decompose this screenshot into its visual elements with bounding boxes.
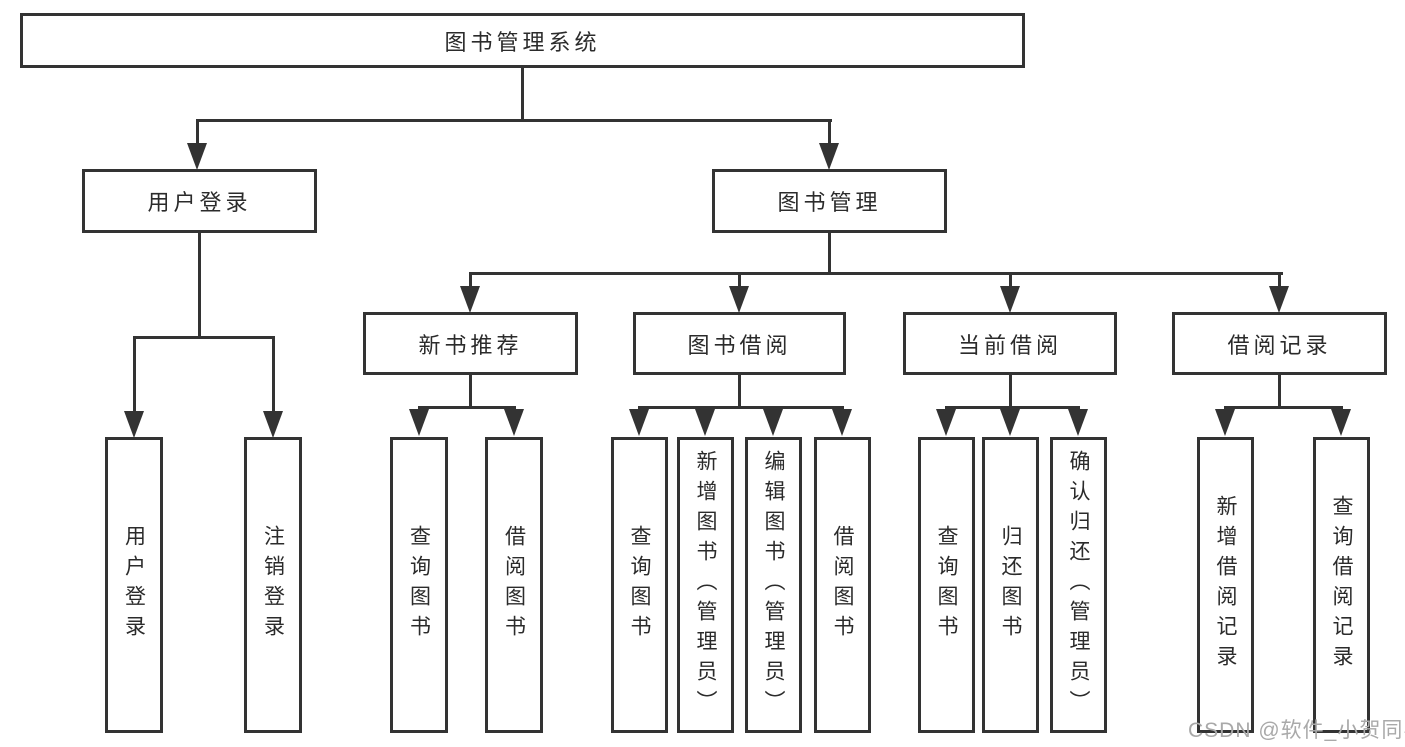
connector-stub-recommend [469, 272, 472, 288]
arrow-down-current-borrow-icon [1000, 286, 1020, 313]
arrow-down-borrow-record-icon [1269, 286, 1289, 313]
leaf-recommend-query-book-label: 查询图书 [407, 525, 431, 645]
leaf-recommend-borrow-book: 借阅图书 [485, 437, 543, 733]
leaf-user-login: 用户登录 [105, 437, 163, 733]
leaf-query-borrow-record: 查询借阅记录 [1313, 437, 1370, 733]
arrow-down-user-login-icon [187, 143, 207, 170]
connector-level3-branch [469, 272, 1283, 275]
connector-user-login-down [198, 233, 201, 338]
arrow-down-leaf-current-query-icon [936, 409, 956, 436]
leaf-borrow-query-book-label: 查询图书 [628, 525, 651, 645]
leaf-add-borrow-record: 新增借阅记录 [1197, 437, 1254, 733]
node-root-system: 图书管理系统 [20, 13, 1025, 68]
node-borrow-record: 借阅记录 [1172, 312, 1387, 375]
node-book-management-label: 图书管理 [777, 190, 882, 215]
node-user-login-label: 用户登录 [147, 190, 252, 215]
arrow-down-leaf-borrow-book-icon [832, 409, 852, 436]
connector-stub-user-login [196, 119, 199, 145]
leaf-borrow-book-label: 借阅图书 [831, 525, 854, 645]
leaf-return-book: 归还图书 [982, 437, 1039, 733]
leaf-borrow-book: 借阅图书 [814, 437, 871, 733]
arrow-down-leaf-confirm-return-icon [1068, 409, 1088, 436]
connector-stub-book-borrow [738, 272, 741, 288]
connector-stub-borrow-record [1278, 272, 1281, 288]
connector-current-borrow-down [1009, 375, 1012, 408]
arrow-down-book-management-icon [819, 143, 839, 170]
leaf-add-book-admin-label: 新增图书（管理员） [694, 450, 717, 720]
connector-book-borrow-down [738, 375, 741, 408]
arrow-down-leaf-edit-book-icon [763, 409, 783, 436]
connector-user-login-branch [133, 336, 275, 339]
arrow-down-leaf-logout-icon [263, 411, 283, 438]
connector-root-down [521, 68, 524, 119]
leaf-borrow-query-book: 查询图书 [611, 437, 668, 733]
connector-level2-branch [196, 119, 832, 122]
node-current-borrow-label: 当前借阅 [957, 332, 1062, 358]
arrow-down-leaf-recommend-query-icon [409, 409, 429, 436]
connector-stub-leaf-user-login [133, 336, 136, 412]
leaf-user-login-label: 用户登录 [122, 525, 146, 645]
connector-recommend-branch [418, 406, 516, 409]
leaf-current-query-book: 查询图书 [918, 437, 975, 733]
node-book-borrow-label: 图书借阅 [687, 332, 792, 358]
connector-book-borrow-branch [638, 406, 844, 409]
connector-stub-current-borrow [1009, 272, 1012, 288]
connector-stub-book-management [828, 119, 831, 145]
leaf-edit-book-admin: 编辑图书（管理员） [745, 437, 802, 733]
leaf-add-book-admin: 新增图书（管理员） [677, 437, 734, 733]
arrow-down-leaf-user-login-icon [124, 411, 144, 438]
connector-current-borrow-branch [945, 406, 1080, 409]
arrow-down-leaf-add-book-icon [695, 409, 715, 436]
node-new-book-recommend: 新书推荐 [363, 312, 578, 375]
arrow-down-leaf-recommend-borrow-icon [504, 409, 524, 436]
node-user-login: 用户登录 [82, 169, 317, 233]
connector-borrow-record-down [1278, 375, 1281, 408]
leaf-add-borrow-record-label: 新增借阅记录 [1214, 495, 1237, 675]
arrow-down-recommend-icon [460, 286, 480, 313]
node-new-book-recommend-label: 新书推荐 [418, 332, 523, 358]
node-book-management: 图书管理 [712, 169, 947, 233]
node-book-borrow: 图书借阅 [633, 312, 846, 375]
arrow-down-leaf-borrow-query-icon [629, 409, 649, 436]
node-borrow-record-label: 借阅记录 [1227, 332, 1332, 358]
connector-stub-leaf-logout [272, 336, 275, 412]
connector-recommend-down [469, 375, 472, 408]
connector-book-management-down [828, 233, 831, 275]
leaf-return-book-label: 归还图书 [999, 525, 1022, 645]
arrow-down-leaf-add-record-icon [1215, 409, 1235, 436]
leaf-logout: 注销登录 [244, 437, 302, 733]
connector-borrow-record-branch [1224, 406, 1343, 409]
leaf-recommend-borrow-book-label: 借阅图书 [502, 525, 526, 645]
leaf-confirm-return-admin-label: 确认归还（管理员） [1067, 450, 1090, 720]
leaf-edit-book-admin-label: 编辑图书（管理员） [762, 450, 785, 720]
arrow-down-book-borrow-icon [729, 286, 749, 313]
leaf-confirm-return-admin: 确认归还（管理员） [1050, 437, 1107, 733]
node-current-borrow: 当前借阅 [903, 312, 1117, 375]
leaf-current-query-book-label: 查询图书 [935, 525, 958, 645]
leaf-logout-label: 注销登录 [261, 525, 285, 645]
arrow-down-leaf-return-book-icon [1000, 409, 1020, 436]
leaf-recommend-query-book: 查询图书 [390, 437, 448, 733]
arrow-down-leaf-query-record-icon [1331, 409, 1351, 436]
node-root-system-label: 图书管理系统 [444, 29, 601, 55]
leaf-query-borrow-record-label: 查询借阅记录 [1330, 495, 1353, 675]
watermark: CSDN @软件_小贺同学 [1188, 719, 1405, 742]
